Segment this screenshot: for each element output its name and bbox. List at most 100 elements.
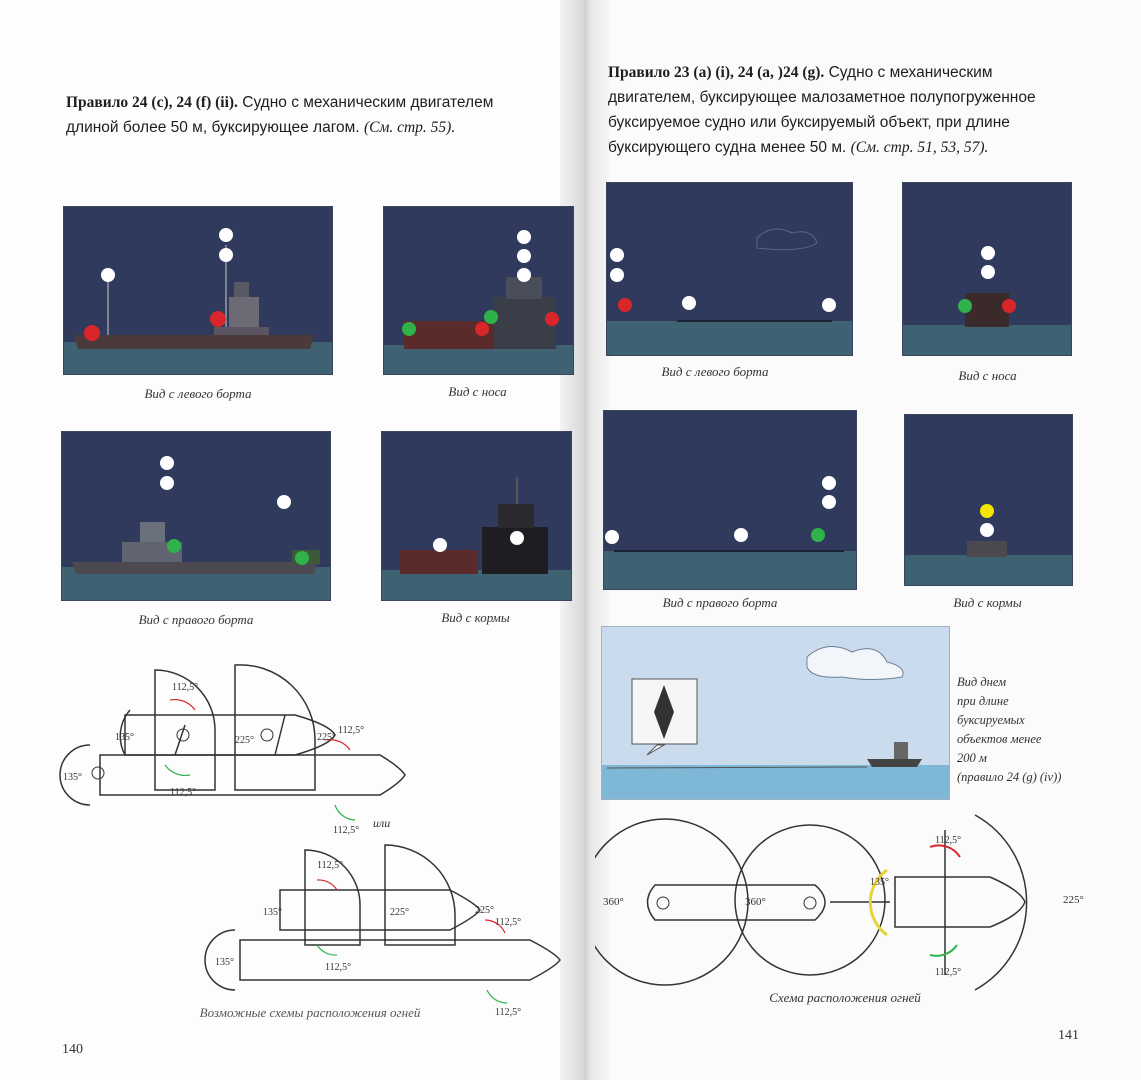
angle-label: 225° — [475, 905, 494, 916]
angle-label: 112,5° — [317, 860, 343, 871]
red-light — [1002, 299, 1016, 313]
left-bow-caption: Вид с носа — [448, 384, 507, 399]
white-light — [433, 538, 447, 552]
left-heading-line1: Судно с механическим двигателем — [242, 94, 494, 111]
right-stern-view-picture — [904, 414, 1073, 586]
day-note-line3: буксируемых — [957, 713, 1025, 727]
left-heading-line2: длиной более 50 м, буксирующее лагом. — [66, 119, 360, 136]
angle-label: 112,5° — [495, 917, 521, 928]
left-starboard-caption: Вид с правого борта — [138, 612, 254, 627]
green-light — [811, 528, 825, 542]
right-port-caption: Вид с левого борта — [661, 364, 769, 379]
left-heading: Правило 24 (c), 24 (f) (ii). Судно с мех… — [66, 90, 546, 140]
angle-label: 112,5° — [333, 825, 359, 836]
angle-label: 112,5° — [170, 787, 196, 798]
white-light — [219, 228, 233, 242]
angle-label: 225° — [390, 907, 409, 918]
right-day-view-picture — [601, 626, 950, 800]
right-heading-line1: Судно с механическим — [828, 64, 993, 81]
white-light — [822, 476, 836, 490]
day-note-line1: Вид днем — [957, 675, 1007, 689]
right-bow-view-picture — [902, 182, 1072, 356]
left-page-number: 140 — [62, 1042, 83, 1057]
white-light — [510, 531, 524, 545]
angle-label: 112,5° — [495, 1007, 521, 1018]
or-label: или — [373, 816, 390, 830]
right-heading-line2: двигателем, буксирующее малозаметное пол… — [608, 89, 1036, 106]
left-rule-label: Правило 24 (c), 24 (f) (ii). — [66, 94, 238, 111]
right-heading-reference: (См. стр. 51, 53, 57). — [850, 139, 989, 156]
white-light — [610, 248, 624, 262]
white-light — [822, 495, 836, 509]
angle-label: 360° — [603, 896, 624, 908]
angle-label: 225° — [317, 732, 336, 743]
angle-label: 112,5° — [935, 835, 961, 846]
angle-label: 112,5° — [325, 962, 351, 973]
right-page-number: 141 — [1058, 1028, 1079, 1043]
white-light — [517, 249, 531, 263]
green-light — [402, 322, 416, 336]
right-starboard-caption: Вид с правого борта — [662, 595, 778, 610]
angle-label: 112,5° — [172, 682, 198, 693]
right-lights-diagram: 360° 360° 135° 112,5° 112,5° 225° — [595, 805, 1095, 1005]
angle-label: 135° — [215, 957, 234, 968]
red-light — [84, 325, 100, 341]
yellow-light — [980, 504, 994, 518]
day-note-line5: 200 м — [957, 751, 987, 765]
day-note-line6: (правило 24 (g) (iv)) — [957, 770, 1062, 784]
white-light — [517, 268, 531, 282]
white-light — [277, 495, 291, 509]
right-starboard-view-picture — [603, 410, 857, 590]
angle-label: 135° — [63, 772, 82, 783]
angle-label: 225° — [1063, 894, 1084, 906]
left-stern-view-picture — [381, 431, 572, 601]
left-diagram-caption: Возможные схемы расположения огней — [199, 1005, 421, 1020]
day-note-line4: объектов менее — [957, 732, 1042, 746]
white-light — [980, 523, 994, 537]
left-bow-view-picture — [383, 206, 574, 375]
right-heading-line3: буксируемое судно или буксируемый объект… — [608, 114, 1010, 131]
right-rule-label: Правило 23 (a) (i), 24 (a, )24 (g). — [608, 64, 825, 81]
day-view-note: Вид днем при длине буксируемых объектов … — [957, 673, 1127, 787]
angle-label: 225° — [235, 735, 254, 746]
white-light — [219, 248, 233, 262]
angle-label: 112,5° — [935, 967, 961, 978]
white-light — [734, 528, 748, 542]
red-light — [475, 322, 489, 336]
left-port-view-picture — [63, 206, 333, 375]
white-light — [160, 476, 174, 490]
red-light — [618, 298, 632, 312]
left-starboard-view-picture — [61, 431, 331, 601]
left-heading-reference: (См. стр. 55). — [363, 119, 456, 136]
sun-icon — [91, 728, 274, 780]
white-light — [160, 456, 174, 470]
right-heading-line4: буксирующего судна менее 50 м. — [608, 139, 847, 156]
white-light — [610, 268, 624, 282]
right-stern-caption: Вид с кормы — [953, 595, 1022, 610]
angle-label: 135° — [870, 877, 889, 888]
angle-label: 135° — [263, 907, 282, 918]
red-light — [545, 312, 559, 326]
left-lights-diagram: 112,5° 112,5° 112,5° 135° 135° 225° 225°… — [55, 655, 565, 1030]
right-diagram-caption: Схема расположения огней — [769, 990, 921, 1005]
red-light — [210, 311, 226, 327]
white-light — [682, 296, 696, 310]
green-light — [958, 299, 972, 313]
angle-label: 360° — [745, 896, 766, 908]
green-light — [484, 310, 498, 324]
right-heading: Правило 23 (a) (i), 24 (a, )24 (g). Судн… — [608, 60, 1048, 160]
white-light — [517, 230, 531, 244]
right-bow-caption: Вид с носа — [958, 368, 1017, 383]
day-note-line2: при длине — [957, 694, 1009, 708]
angle-label: 112,5° — [338, 725, 364, 736]
green-light — [167, 539, 181, 553]
left-stern-caption: Вид с кормы — [441, 610, 510, 625]
right-port-view-picture — [606, 182, 853, 356]
white-light — [822, 298, 836, 312]
white-light — [101, 268, 115, 282]
white-light — [981, 265, 995, 279]
diamond-shape-icon — [654, 685, 674, 739]
white-light — [981, 246, 995, 260]
angle-label: 135° — [115, 732, 134, 743]
sun-icon — [656, 896, 817, 910]
